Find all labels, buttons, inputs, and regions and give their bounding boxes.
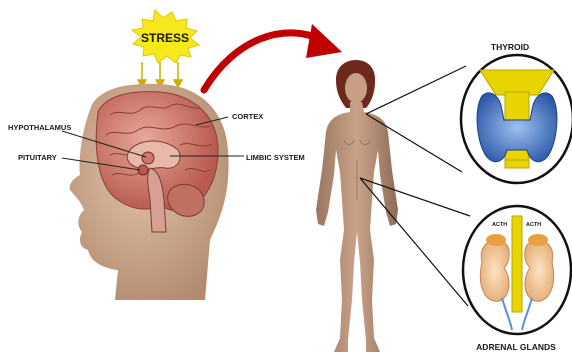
right-kidney bbox=[525, 240, 554, 301]
right-adrenal-gland bbox=[528, 234, 548, 246]
limbic-system-label: LIMBIC SYSTEM bbox=[246, 153, 305, 162]
face bbox=[345, 73, 367, 103]
thyroid-label: THYROID bbox=[491, 42, 529, 52]
stress-label: STRESS bbox=[141, 31, 189, 45]
body-leader-lines bbox=[360, 66, 470, 306]
pituitary-label: PITUITARY bbox=[18, 153, 57, 162]
head-cross-section bbox=[70, 84, 229, 300]
acth-left-label: ACTH bbox=[492, 222, 507, 228]
left-kidney bbox=[480, 240, 509, 301]
aorta bbox=[512, 216, 522, 312]
torso-and-limbs bbox=[316, 102, 398, 352]
cortex-label: CORTEX bbox=[232, 112, 263, 121]
thyroid-inset: THYROID bbox=[461, 42, 572, 183]
red-arrow-head bbox=[306, 24, 342, 58]
stress-down-arrows bbox=[138, 62, 182, 87]
hypothalamus-region bbox=[142, 152, 154, 164]
adrenal-glands-label: ADRENAL GLANDS bbox=[476, 342, 556, 352]
red-arrow bbox=[204, 24, 342, 90]
left-adrenal-gland bbox=[486, 234, 506, 246]
human-figure bbox=[316, 60, 398, 352]
hypothalamus-label: HYPOTHALAMUS bbox=[8, 123, 71, 132]
adrenal-inset: ACTH ACTH ADRENAL GLANDS bbox=[463, 206, 571, 352]
acth-right-label: ACTH bbox=[526, 222, 541, 228]
stress-burst: STRESS bbox=[132, 10, 199, 63]
red-arrow-shaft bbox=[204, 33, 322, 90]
